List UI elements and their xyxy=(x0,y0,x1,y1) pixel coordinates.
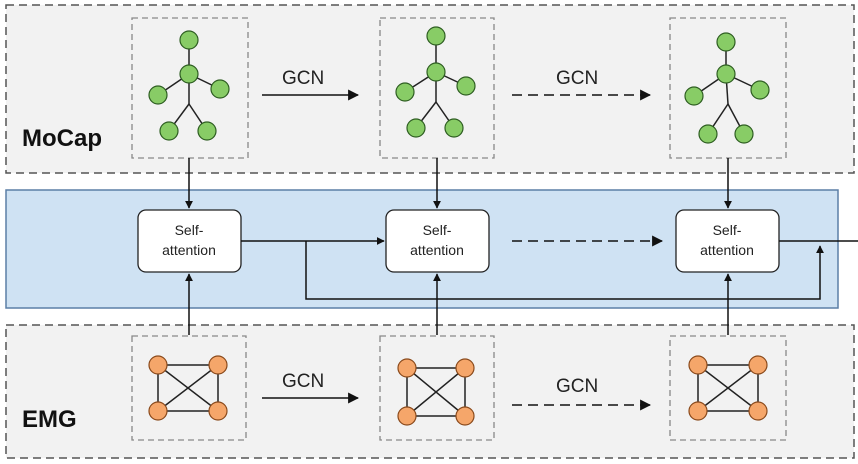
skip-connection-loop xyxy=(305,241,824,300)
self-attention-3-line2: attention xyxy=(700,242,754,258)
emg-graph-3 xyxy=(669,335,787,441)
self-attention-1-line2: attention xyxy=(162,242,216,258)
emg-label: EMG xyxy=(22,406,77,433)
emg-gcn-label-1: GCN xyxy=(282,371,324,392)
self-attention-2-line2: attention xyxy=(410,242,464,258)
mocap-gcn-label-2: GCN xyxy=(556,68,598,89)
self-attention-block-1 xyxy=(137,209,242,273)
emg-panel xyxy=(5,324,855,459)
self-attention-block-2 xyxy=(385,209,490,273)
mocap-skeleton-1 xyxy=(131,17,249,159)
self-attention-1-line1: Self- xyxy=(175,222,204,238)
emg-graph-2 xyxy=(379,335,495,441)
emg-gcn-label-2: GCN xyxy=(556,376,598,397)
mocap-label: MoCap xyxy=(22,125,102,152)
mocap-gcn-label-1: GCN xyxy=(282,68,324,89)
emg-graph-1 xyxy=(131,335,247,441)
self-attention-2-line1: Self- xyxy=(423,222,452,238)
self-attention-block-3 xyxy=(675,209,780,273)
self-attention-3-line1: Self- xyxy=(713,222,742,238)
